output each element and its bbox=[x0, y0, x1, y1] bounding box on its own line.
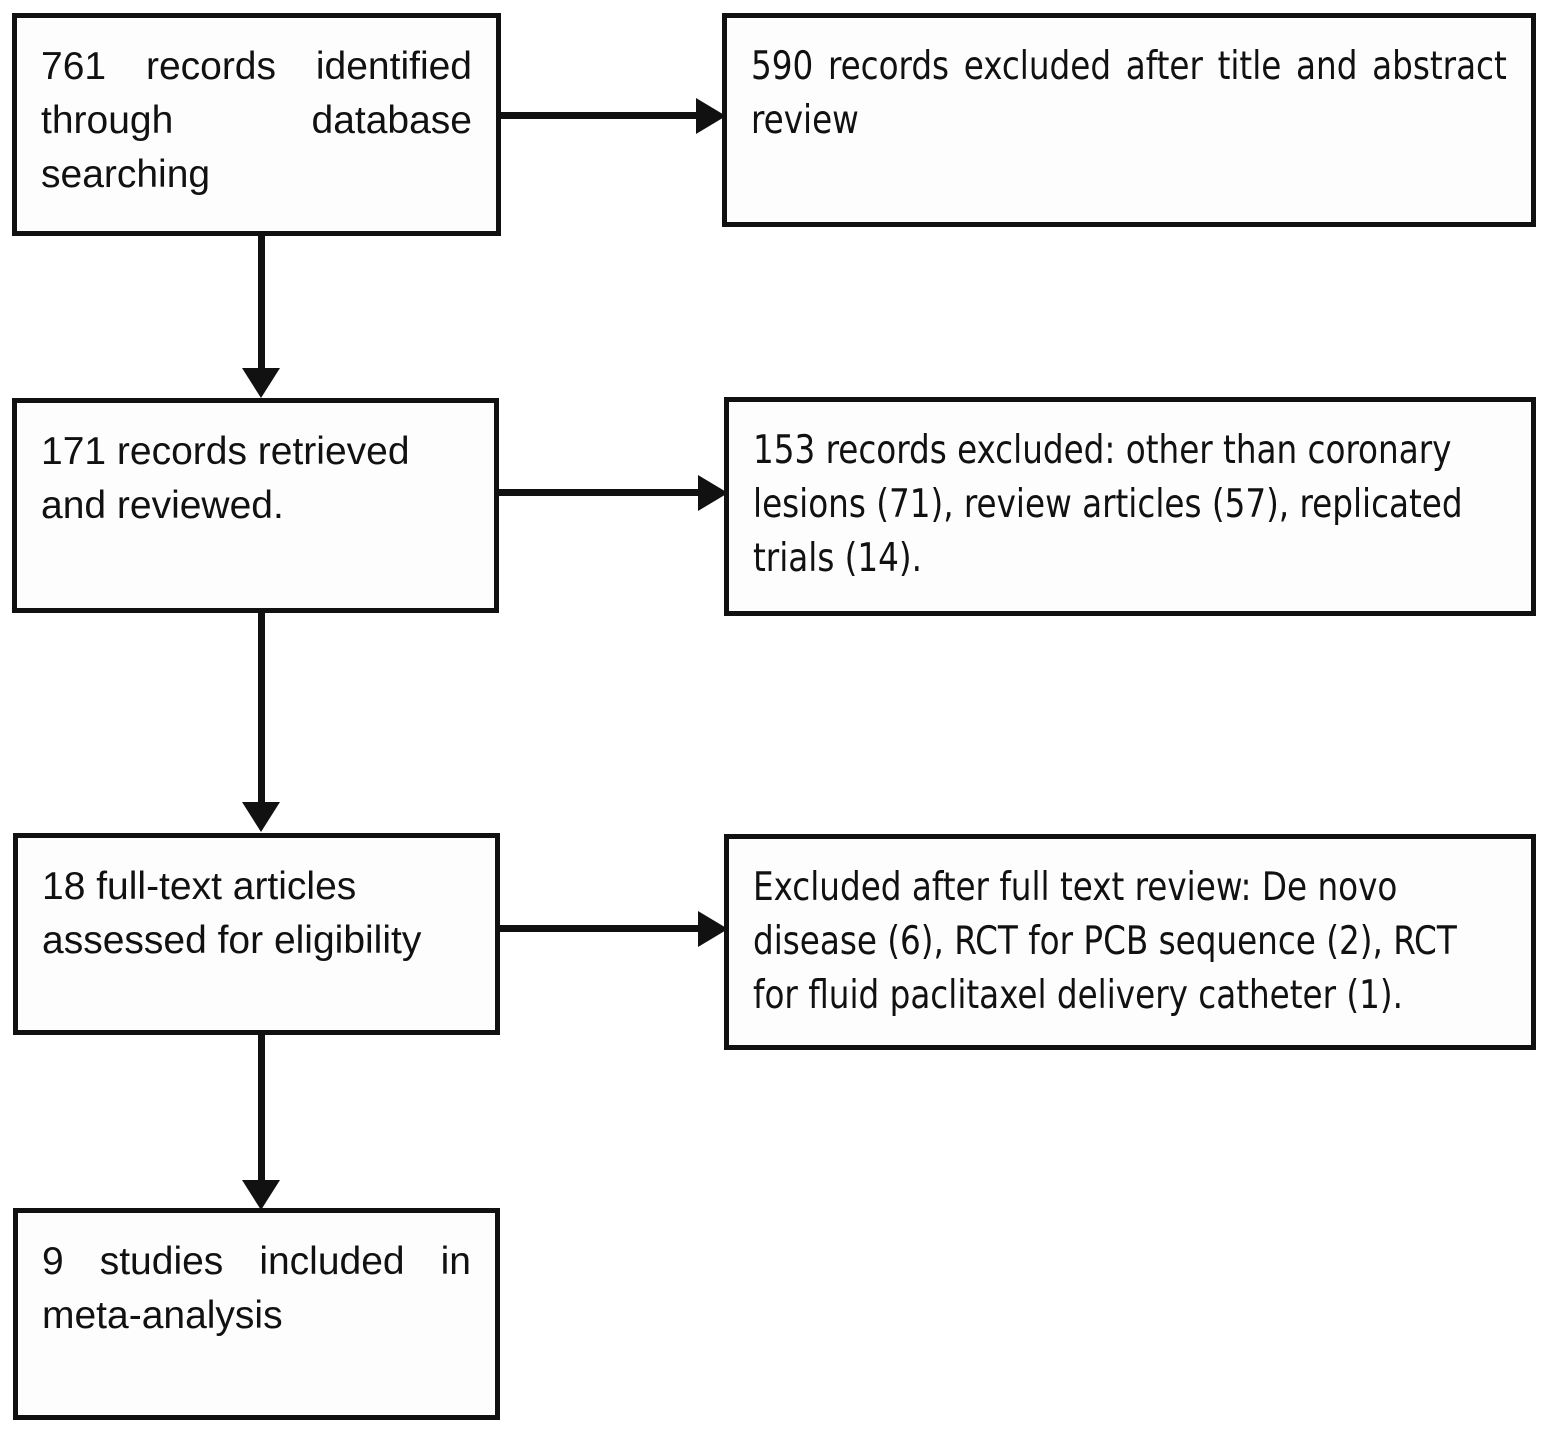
box-excluded-after-full-text: Excluded after full text review: De novo… bbox=[724, 834, 1536, 1050]
connector-fulltext-to-included-line bbox=[258, 1033, 265, 1195]
box-studies-included: 9 studies included in meta-analysis bbox=[13, 1208, 500, 1420]
connector-identified-to-excluded-arrowhead bbox=[696, 98, 726, 134]
connector-fulltext-to-excluded-arrowhead bbox=[698, 911, 728, 947]
box-records-excluded-title-abstract-text: 590 records excluded after title and abs… bbox=[751, 44, 1507, 143]
connector-identified-to-retrieved-arrowhead bbox=[242, 368, 280, 398]
box-studies-included-text: 9 studies included in meta-analysis bbox=[42, 1240, 471, 1337]
box-records-identified-text: 761 records identified through database … bbox=[41, 45, 472, 196]
connector-retrieved-to-excluded-arrowhead bbox=[698, 475, 728, 511]
connector-retrieved-to-excluded-line bbox=[497, 489, 707, 496]
box-records-excluded-title-abstract: 590 records excluded after title and abs… bbox=[722, 13, 1536, 227]
connector-retrieved-to-fulltext-line bbox=[258, 611, 265, 815]
connector-identified-to-excluded-line bbox=[499, 112, 705, 119]
connector-identified-to-retrieved-line bbox=[258, 234, 265, 381]
connector-fulltext-to-excluded-line bbox=[498, 925, 707, 932]
box-records-excluded-reasons: 153 records excluded: other than coronar… bbox=[724, 397, 1536, 616]
connector-fulltext-to-included-arrowhead bbox=[242, 1180, 280, 1210]
box-records-excluded-reasons-text: 153 records excluded: other than coronar… bbox=[753, 428, 1463, 581]
box-excluded-after-full-text-text: Excluded after full text review: De novo… bbox=[753, 865, 1457, 1018]
box-full-text-articles: 18 full-text articles assessed for eligi… bbox=[13, 833, 500, 1035]
box-full-text-articles-text: 18 full-text articles assessed for eligi… bbox=[42, 865, 422, 962]
box-records-retrieved-text: 171 records retrieved and reviewed. bbox=[41, 430, 410, 527]
box-records-identified: 761 records identified through database … bbox=[12, 13, 501, 236]
box-records-retrieved: 171 records retrieved and reviewed. bbox=[12, 398, 499, 613]
connector-retrieved-to-fulltext-arrowhead bbox=[242, 802, 280, 832]
